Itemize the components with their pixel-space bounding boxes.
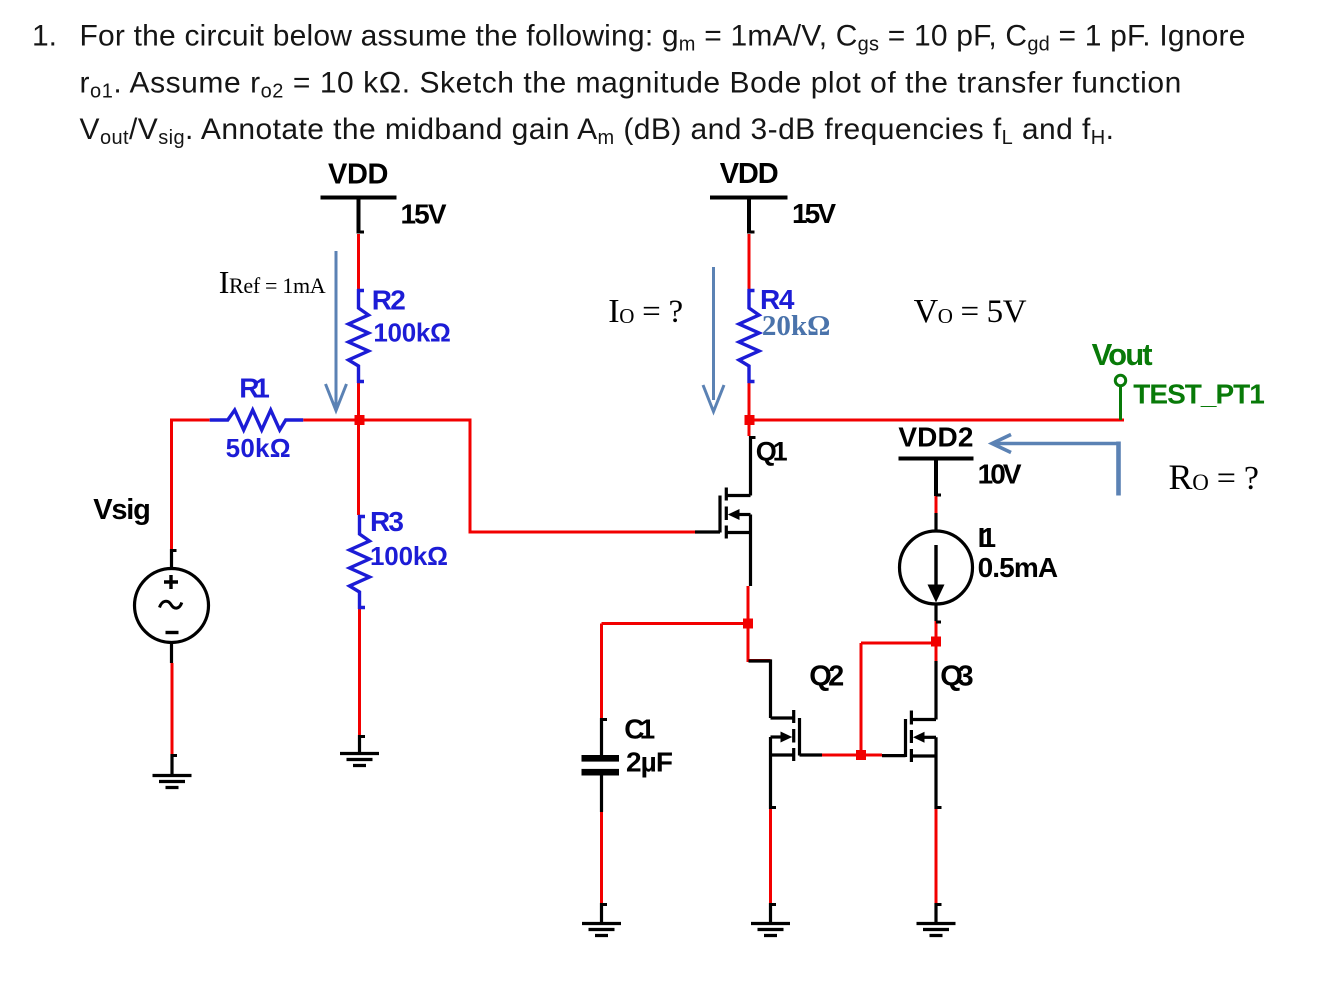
svg-text:Vout: Vout — [1092, 337, 1153, 372]
svg-text:Q2: Q2 — [809, 661, 844, 693]
svg-text:VDD: VDD — [328, 158, 389, 190]
svg-text:Q3: Q3 — [940, 661, 974, 693]
svg-text:Vout/Vsig. Annotate the midba: Vout/Vsig. Annotate the midband gain Am … — [80, 113, 1115, 149]
svg-text:1.: 1. — [32, 20, 57, 53]
svg-text:VDD: VDD — [720, 158, 779, 190]
svg-text:20kΩ: 20kΩ — [762, 310, 831, 342]
svg-text:For the circuit below assume t: For the circuit below assume the followi… — [80, 20, 1246, 56]
svg-text:C1: C1 — [624, 714, 655, 745]
svg-text:100kΩ: 100kΩ — [373, 318, 451, 348]
svg-text:R3: R3 — [370, 506, 404, 537]
svg-text:ro1. Assume ro2 = 10 kΩ. Ske: ro1. Assume ro2 = 10 kΩ. Sketch the magn… — [80, 66, 1182, 102]
svg-text:0.5mA: 0.5mA — [978, 552, 1059, 583]
svg-text:100kΩ: 100kΩ — [370, 541, 448, 571]
svg-text:VDD2: VDD2 — [898, 422, 973, 453]
svg-text:50kΩ: 50kΩ — [226, 433, 291, 463]
svg-text:Vsig: Vsig — [93, 494, 151, 526]
svg-text:15V: 15V — [401, 198, 447, 229]
svg-text:IRef = 1mA: IRef = 1mA — [219, 264, 326, 300]
svg-text:VO = 5V: VO = 5V — [914, 293, 1027, 330]
svg-text:2µF: 2µF — [626, 747, 673, 778]
svg-text:Q1: Q1 — [756, 437, 788, 467]
svg-text:15V: 15V — [792, 198, 836, 229]
svg-text:I1: I1 — [978, 522, 997, 553]
svg-text:R2: R2 — [372, 284, 406, 315]
svg-text:TEST_PT1: TEST_PT1 — [1133, 379, 1265, 410]
svg-text:R4: R4 — [760, 284, 795, 315]
svg-text:10V: 10V — [978, 459, 1022, 490]
svg-text:RO = ?: RO = ? — [1169, 457, 1260, 497]
svg-text:IO = ?: IO = ? — [608, 293, 683, 330]
svg-text:R1: R1 — [239, 372, 269, 403]
